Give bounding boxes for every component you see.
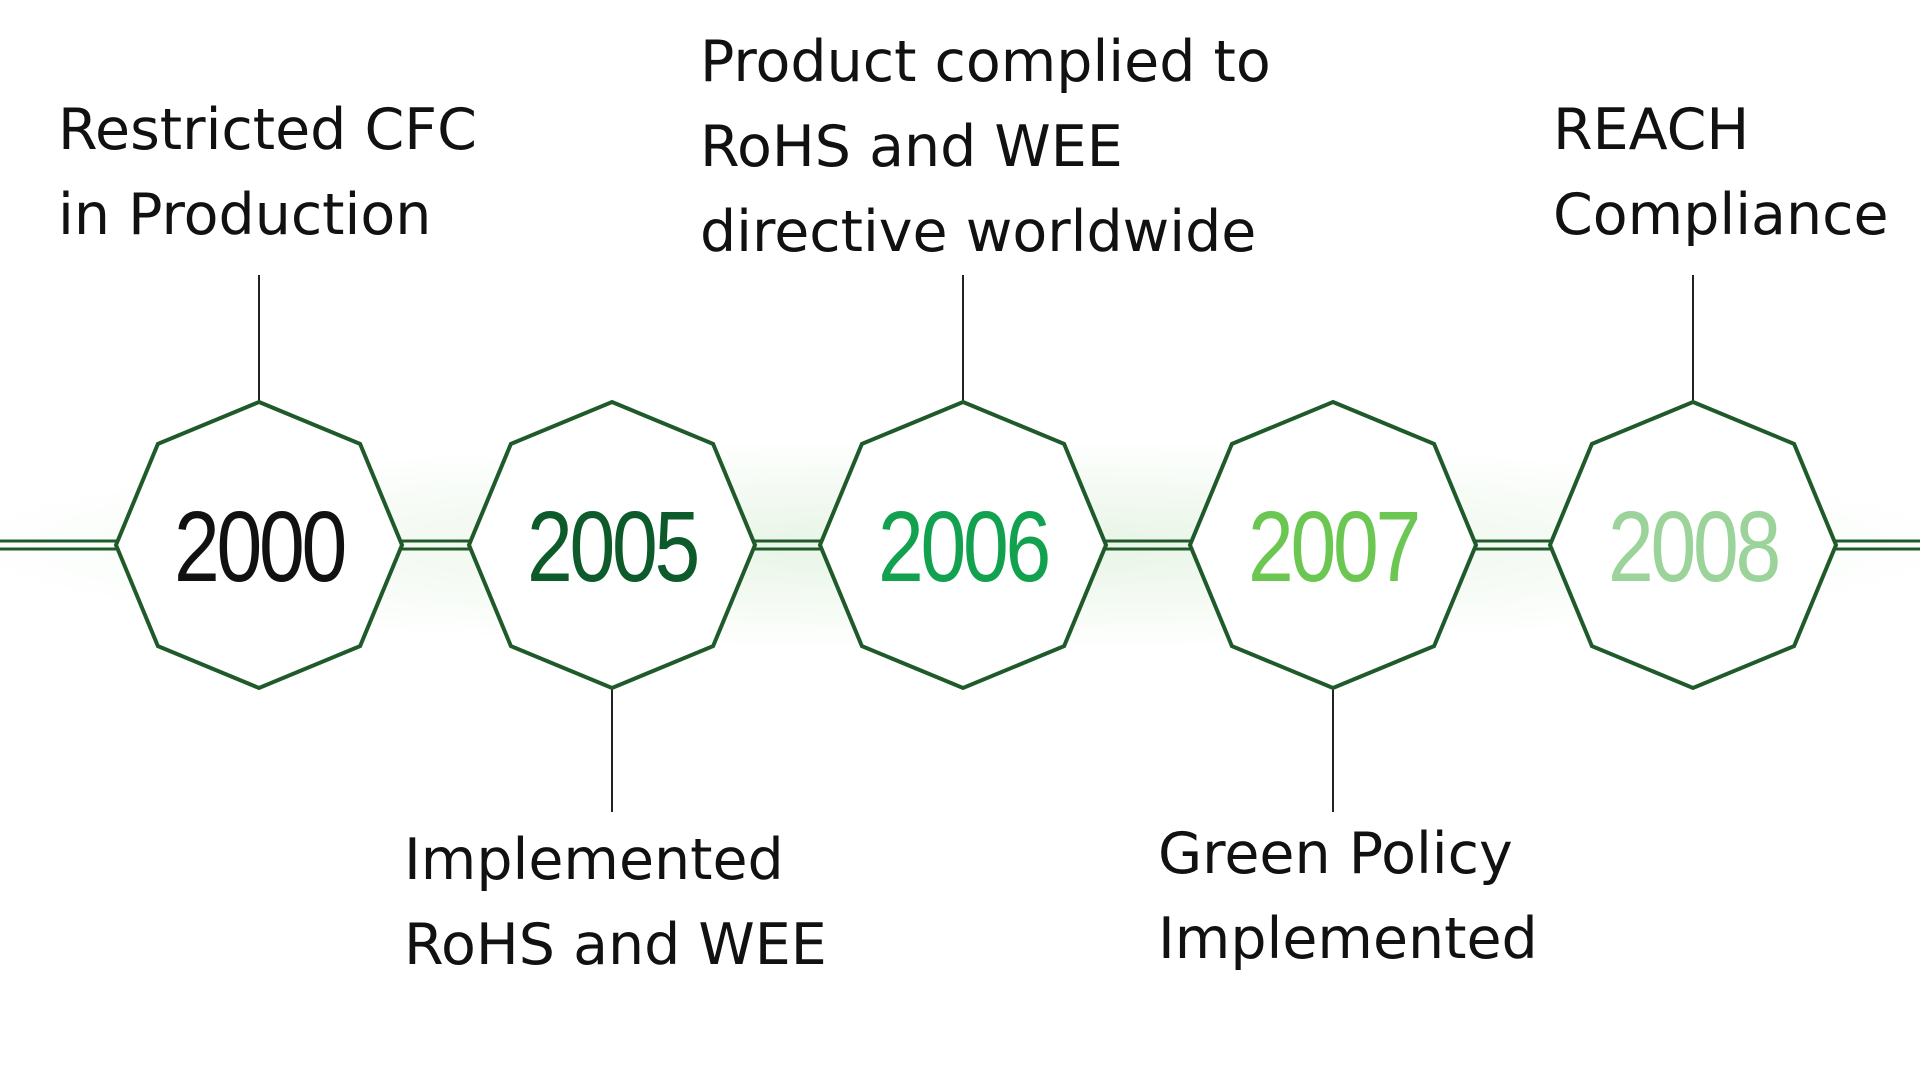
label-line: RoHS and WEE	[404, 912, 827, 978]
label-line: REACH	[1553, 97, 1750, 163]
milestone-2007: 2007	[1187, 399, 1479, 691]
label-line: Implemented	[404, 827, 784, 893]
label-line: RoHS and WEE	[700, 114, 1123, 180]
year-label-2006: 2006	[878, 491, 1048, 603]
octagon-badge	[1547, 399, 1839, 691]
octagon-badge	[466, 399, 758, 691]
milestone-octagons: 2000 2005 2006 2007 2008	[113, 399, 1839, 691]
label-line: directive worldwide	[700, 199, 1257, 265]
year-label-2000: 2000	[174, 491, 344, 603]
milestone-label-2007: Green Policy Implemented	[1158, 812, 1538, 982]
timeline-rails	[0, 539, 1920, 551]
label-line: in Production	[58, 182, 432, 248]
milestone-label-2008: REACH Compliance	[1553, 88, 1889, 258]
milestone-label-2006: Product complied to RoHS and WEE directi…	[700, 20, 1271, 275]
octagon-badge	[113, 399, 405, 691]
milestone-2000: 2000	[113, 399, 405, 691]
milestone-label-2005: Implemented RoHS and WEE	[404, 818, 827, 988]
year-label-2008: 2008	[1608, 491, 1778, 603]
label-line: Restricted CFC	[58, 97, 477, 163]
label-line: Compliance	[1553, 182, 1889, 248]
milestone-2006: 2006	[817, 399, 1109, 691]
octagon-badge	[817, 399, 1109, 691]
milestone-label-2000: Restricted CFC in Production	[58, 88, 477, 258]
milestone-connectors	[258, 275, 1694, 812]
milestone-2005: 2005	[466, 399, 758, 691]
year-label-2005: 2005	[527, 491, 697, 603]
milestone-2008: 2008	[1547, 399, 1839, 691]
octagon-badge	[1187, 399, 1479, 691]
year-label-2007: 2007	[1248, 491, 1418, 603]
label-line: Green Policy	[1158, 821, 1513, 887]
label-line: Product complied to	[700, 29, 1271, 95]
label-line: Implemented	[1158, 906, 1538, 972]
